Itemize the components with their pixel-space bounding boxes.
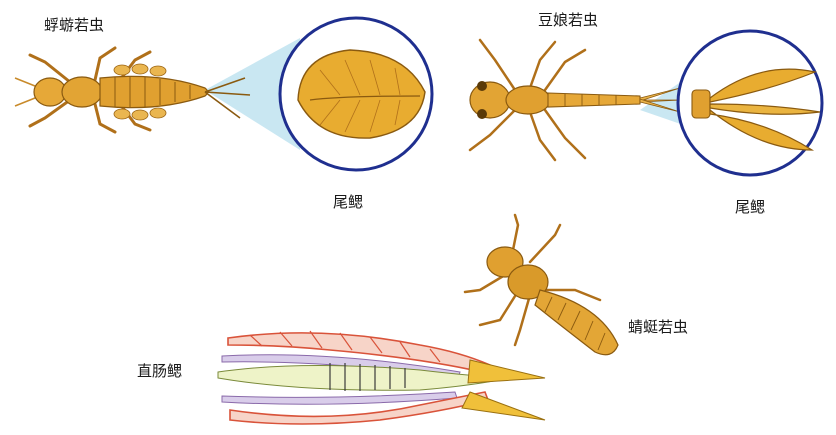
dragonfly-nymph-drawing: [465, 215, 618, 355]
tail-gill-label-right: 尾鳃: [735, 196, 765, 217]
tail-gill-label-left: 尾鳃: [333, 191, 363, 212]
rectal-gill-label: 直肠鳃: [137, 360, 182, 381]
rectal-gill-drawing: [218, 331, 545, 424]
mayfly-nymph-label: 蜉蝣若虫: [44, 14, 104, 35]
damselfly-nymph-label: 豆娘若虫: [538, 9, 598, 30]
damselfly-nymph-drawing: [470, 31, 822, 175]
dragonfly-nymph-label: 蜻蜓若虫: [628, 316, 688, 337]
mayfly-nymph-drawing: [15, 18, 432, 170]
